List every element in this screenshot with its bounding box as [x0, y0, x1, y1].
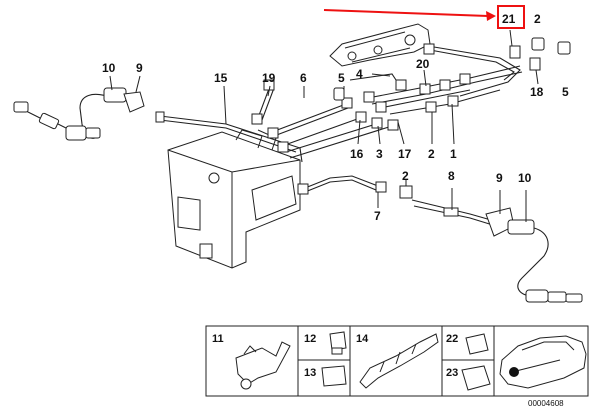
label-12: 12	[304, 333, 316, 345]
label-17: 17	[398, 147, 412, 161]
label-10: 10	[102, 61, 116, 75]
label-5b: 5	[562, 85, 569, 99]
label-3: 3	[376, 147, 383, 161]
label-11: 11	[212, 333, 224, 345]
label-2c: 2	[402, 169, 409, 183]
label-4: 4	[356, 67, 363, 81]
label-22: 22	[446, 333, 458, 345]
label-21: 21	[502, 12, 516, 26]
brake-pipe-bundle	[155, 43, 541, 199]
label-7: 7	[374, 209, 381, 223]
label-23: 23	[446, 367, 458, 379]
label-13: 13	[304, 367, 316, 379]
label-19: 19	[262, 71, 276, 85]
abs-hydraulic-unit	[167, 129, 301, 269]
reference-number: 00004608	[528, 399, 564, 408]
label-2: 2	[534, 12, 541, 26]
loose-fittings	[333, 37, 571, 101]
parts-legend-panel	[205, 325, 589, 397]
highlight-arrow	[323, 9, 489, 17]
label-16: 16	[350, 147, 364, 161]
car-silhouette	[499, 335, 587, 389]
left-sensor-cable	[13, 87, 145, 141]
label-10b: 10	[518, 171, 532, 185]
highlight-box-21	[497, 5, 525, 29]
label-9b: 9	[496, 171, 503, 185]
label-8: 8	[448, 169, 455, 183]
master-cylinder	[329, 23, 431, 67]
label-2b: 2	[428, 147, 435, 161]
highlight-arrow-head	[486, 11, 496, 21]
label-14: 14	[356, 333, 369, 345]
label-9: 9	[136, 61, 143, 75]
label-6: 6	[300, 71, 307, 85]
label-20: 20	[416, 57, 430, 71]
label-18: 18	[530, 85, 544, 99]
label-5: 5	[338, 71, 345, 85]
label-1: 1	[450, 147, 457, 161]
right-sensor-cable	[411, 199, 583, 303]
label-15: 15	[214, 71, 228, 85]
leader-lines	[109, 29, 539, 222]
